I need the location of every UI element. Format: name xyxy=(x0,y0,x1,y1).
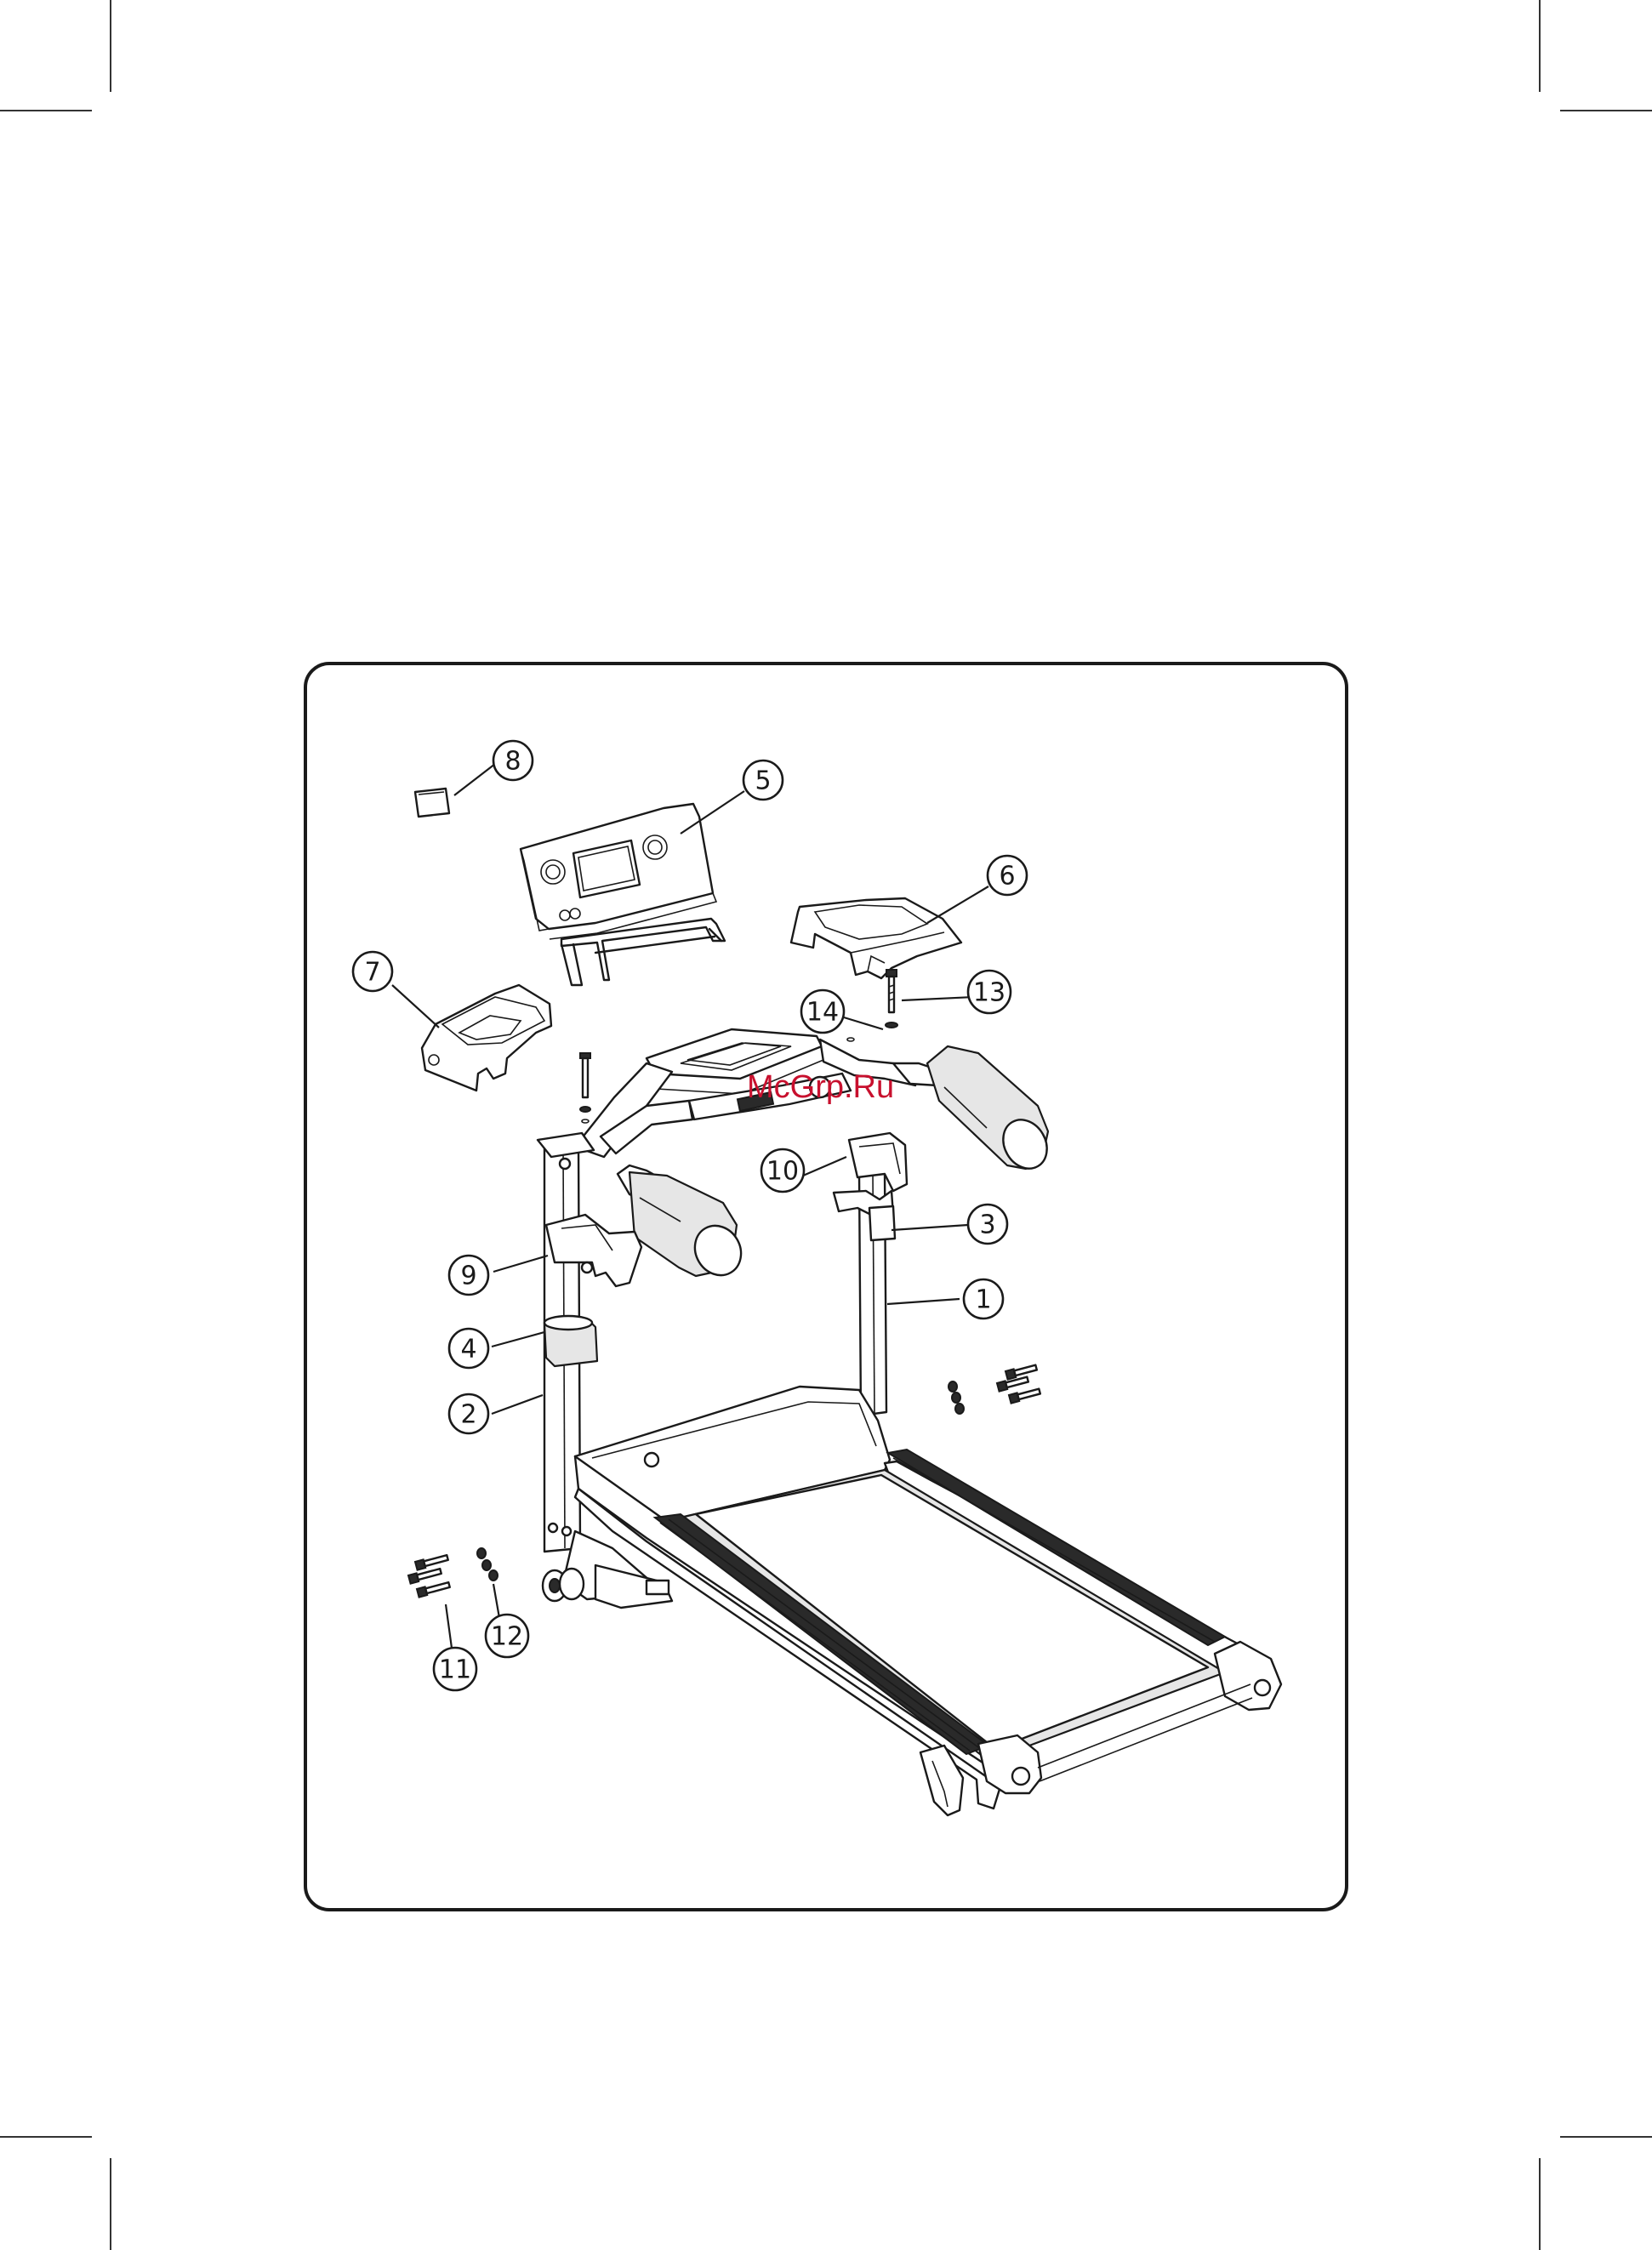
callout-label-11: 11 xyxy=(439,1655,471,1685)
callout-13: 13 xyxy=(968,971,1011,1013)
part-11-bolts xyxy=(408,1553,450,1597)
callout-label-14: 14 xyxy=(806,998,839,1028)
callout-3: 3 xyxy=(968,1205,1007,1244)
callout-8: 8 xyxy=(493,741,533,780)
part-7-left-cover xyxy=(422,985,551,1091)
callout-9: 9 xyxy=(449,1256,488,1295)
callout-1: 1 xyxy=(964,1279,1003,1319)
callout-14: 14 xyxy=(801,990,844,1033)
callout-label-10: 10 xyxy=(766,1157,799,1187)
callout-12: 12 xyxy=(486,1615,528,1657)
callout-11: 11 xyxy=(434,1648,476,1690)
callout-label-8: 8 xyxy=(504,747,521,777)
watermark-text: McGrp.Ru xyxy=(747,1069,894,1105)
callout-label-3: 3 xyxy=(979,1210,995,1240)
callout-label-1: 1 xyxy=(975,1285,991,1315)
callout-label-5: 5 xyxy=(755,766,771,796)
part-5-console xyxy=(521,804,725,985)
callout-label-6: 6 xyxy=(999,862,1015,891)
part-6-right-cover xyxy=(791,898,961,978)
callout-label-12: 12 xyxy=(491,1622,523,1652)
callout-6: 6 xyxy=(988,856,1027,895)
part-14-washers xyxy=(580,1053,590,1123)
callout-label-13: 13 xyxy=(973,978,1005,1008)
callout-7: 7 xyxy=(353,952,392,991)
deck-base xyxy=(575,1387,1281,1815)
right-side-bolts xyxy=(948,1364,1040,1414)
part-4-left-sleeve xyxy=(544,1316,597,1366)
part-12-washers xyxy=(477,1548,498,1581)
callout-4: 4 xyxy=(449,1329,488,1368)
callout-5: 5 xyxy=(743,760,783,800)
part-13-bolt xyxy=(847,970,897,1041)
callout-label-4: 4 xyxy=(460,1335,476,1364)
handlebar-assembly xyxy=(575,1029,1056,1284)
part-8-cover-plate xyxy=(415,789,449,817)
callout-label-7: 7 xyxy=(364,958,380,988)
callout-2: 2 xyxy=(449,1394,488,1433)
callout-10: 10 xyxy=(761,1149,804,1192)
callout-label-2: 2 xyxy=(460,1400,476,1430)
callout-label-9: 9 xyxy=(460,1262,476,1291)
